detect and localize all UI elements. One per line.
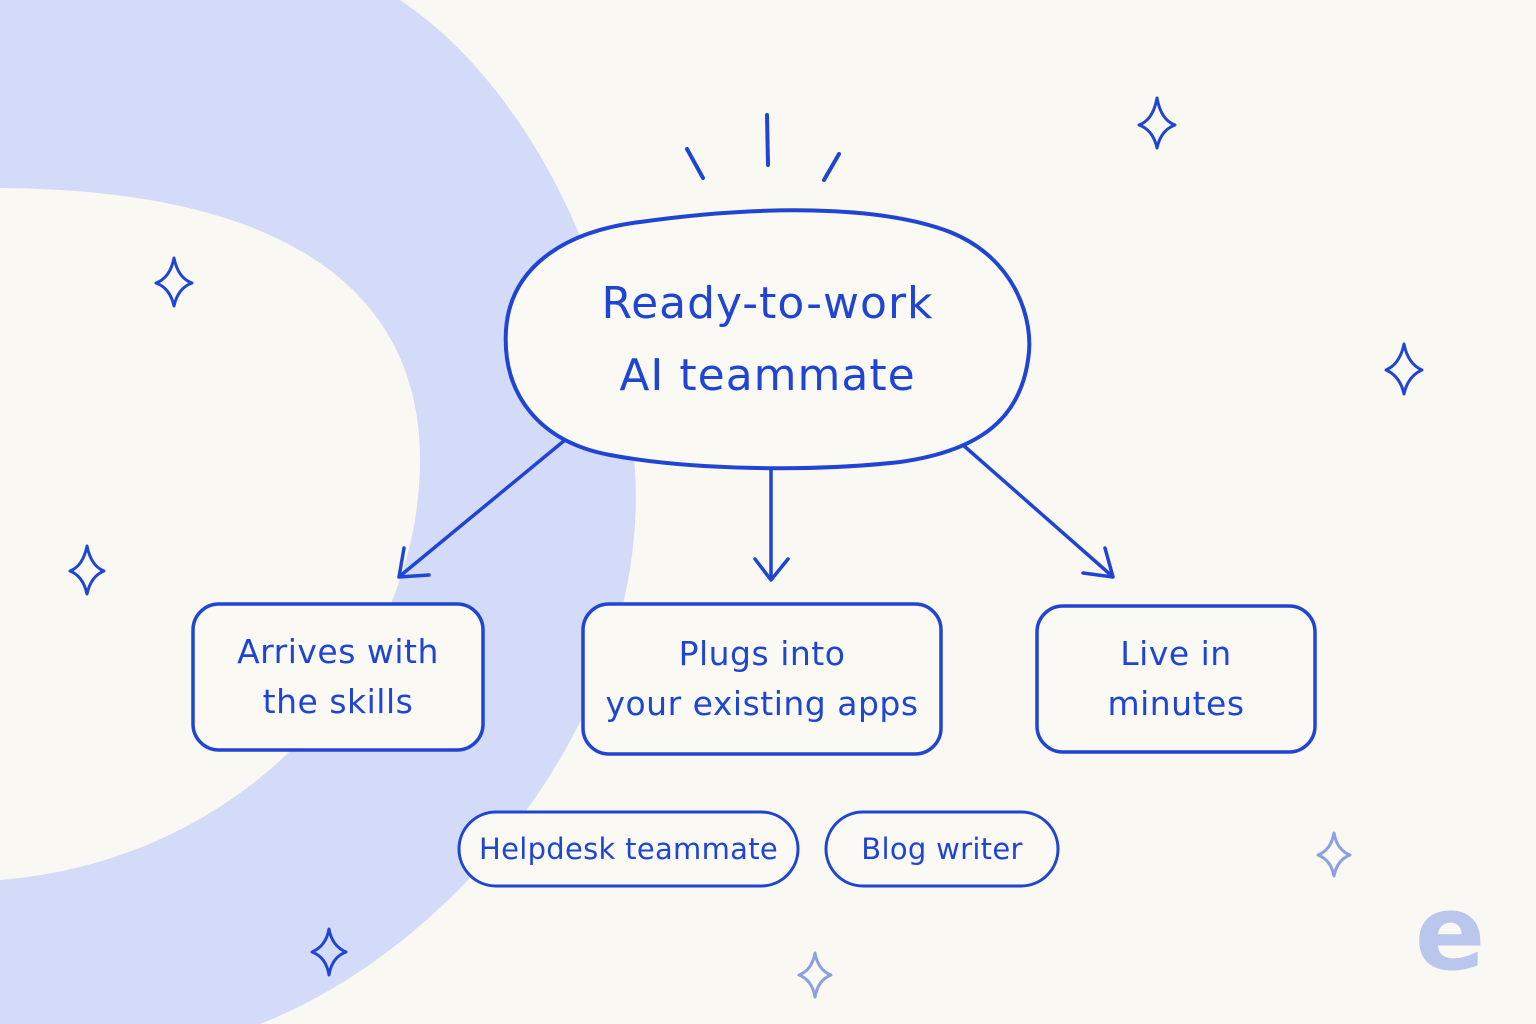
feature-box-apps-shape	[581, 602, 943, 756]
central-node-line-2: AI teammate	[619, 350, 916, 401]
feature-box-skills-shape	[191, 602, 485, 752]
feature-box-line: Arrives with	[237, 632, 439, 671]
sparkle-icon	[310, 927, 348, 977]
feature-box-line: Live in	[1120, 634, 1232, 673]
sparkle-icon	[154, 256, 194, 308]
feature-box-line: your existing apps	[605, 684, 919, 723]
feature-box-line: the skills	[262, 682, 414, 721]
sparkle-icon	[68, 544, 106, 596]
sparkle-icon	[1316, 831, 1352, 878]
example-pill-helpdesk: Helpdesk teammate	[459, 812, 798, 886]
feature-box-skills: Arrives with the skills	[193, 604, 483, 750]
background-ring	[0, 0, 636, 1024]
sparkle-icon	[1137, 96, 1177, 150]
example-pill-label: Blog writer	[861, 832, 1023, 866]
feature-box-line: Plugs into	[678, 634, 846, 673]
feature-box-live: Live in minutes	[1037, 606, 1315, 752]
example-pill-blog-shape	[824, 810, 1060, 888]
example-pill-blog: Blog writer	[826, 812, 1058, 886]
central-node-line-1: Ready-to-work	[601, 278, 934, 329]
arrow-down-icon	[961, 443, 1115, 579]
feature-box-line: minutes	[1107, 684, 1245, 723]
arrow-down-icon	[397, 438, 567, 579]
central-node-shape	[503, 208, 1032, 471]
brand-logo: e	[1414, 872, 1486, 994]
example-pill-helpdesk-shape	[457, 810, 800, 888]
feature-box-live-shape	[1035, 604, 1317, 754]
sparkle-icon	[1384, 342, 1424, 396]
central-node: Ready-to-work AI teammate	[505, 215, 1030, 465]
burst-lines-icon	[685, 113, 841, 182]
example-pill-label: Helpdesk teammate	[478, 832, 779, 866]
feature-box-apps: Plugs into your existing apps	[583, 604, 941, 754]
connector-arrows	[397, 438, 1115, 582]
arrow-down-icon	[753, 468, 790, 582]
sparkle-icon	[797, 951, 833, 999]
